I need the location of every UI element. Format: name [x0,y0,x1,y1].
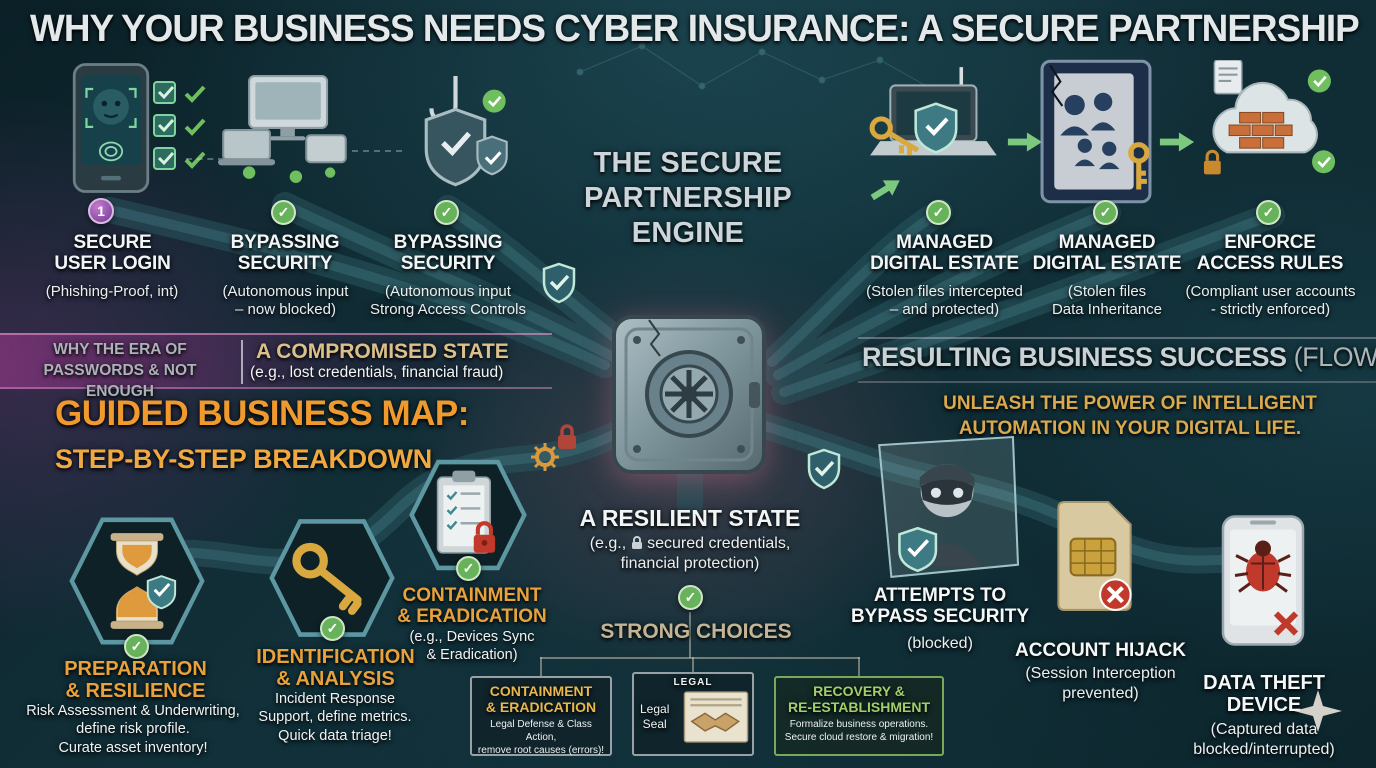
choices-connector [689,612,691,658]
secure-login-phone-icon [72,62,150,194]
sparkle-icon [1292,688,1344,734]
check-icon: ✓ [271,200,296,225]
resilient-state-title: A RESILIENT STATE [579,505,801,531]
cloud-firewall-icon [1195,60,1343,188]
burglar-glass-icon [858,435,1026,587]
choices-connector [692,657,694,673]
choice-box-containment: CONTAINMENT& ERADICATION Legal Defense &… [470,676,612,756]
threat-hijack-title: ACCOUNT HIJACK [1015,640,1186,661]
step-identification-title: IDENTIFICATION& ANALYSIS [256,646,415,691]
key-icon [292,542,362,615]
preparation-hexagon [69,517,205,645]
check-icon: ✓ [434,200,459,225]
padlock-icon [556,424,578,450]
check-icon: ✓ [926,200,951,225]
laptop-key-shield-icon [865,66,1017,192]
label-managed-estate-1-sub: (Stolen files intercepted– and protected… [866,283,1023,319]
resilient-state-sub: (e.g., secured credentials, financial pr… [589,535,791,572]
gear-icon [530,442,560,472]
handshake-certificate-icon [683,691,749,743]
check-icon: ✓ [320,616,345,641]
small-lock-icon [631,536,642,549]
compromised-state-title: A COMPROMISED STATE [256,340,509,363]
connector-dash-1 [186,158,224,160]
choices-connector [858,657,860,677]
arrow-right-icon [1006,130,1044,154]
step-preparation-title: PREPARATION& RESILIENCE [64,658,207,703]
compromised-state-sub: (e.g., lost credentials, financial fraud… [250,364,504,381]
guided-map-subtitle: STEP-BY-STEP BREAKDOWN [55,444,432,474]
label-enforce-access-rules-sub: (Compliant user accounts- strictly enfor… [1185,283,1356,319]
phone-bug-icon [1218,512,1308,650]
checklist-icon [152,78,214,178]
central-vault-icon [608,312,770,482]
check-icon: ✓ [124,634,149,659]
success-band-title: RESULTING BUSINESS SUCCESS (FLOW) [862,342,1376,372]
label-bypassing-security-1-sub: (Autonomous input– now blocked) [222,283,349,319]
shield-check-icon [541,262,577,306]
check-icon: ✓ [678,585,703,610]
identification-hexagon [269,519,395,637]
check-icon: ✓ [1093,200,1118,225]
success-band-top-line [858,337,1376,339]
threat-bypass-sub: (blocked) [907,635,973,652]
step-1-badge: 1 [88,198,114,224]
check-icon: ✓ [1256,200,1281,225]
check-icon: ✓ [456,556,481,581]
guided-map-title: GUIDED BUSINESS MAP: [55,394,469,433]
hourglass-shield-icon [110,533,177,629]
shield-check-icon [806,448,842,492]
page-title: WHY YOUR BUSINESS NEEDS CYBER INSURANCE:… [30,8,1360,50]
step-containment-title: CONTAINMENT& ERADICATION [397,585,547,628]
choice-box-recovery: RECOVERY &RE-ESTABLISHMENT Formalize bus… [774,676,944,756]
choices-connector [540,657,542,677]
band-divider [241,340,243,384]
network-pattern [576,42,931,90]
step-1-number: 1 [97,203,105,219]
family-vault-icon [1040,58,1152,208]
choices-connector [540,657,860,659]
connector-dash-2 [352,150,402,152]
devices-icon [218,70,353,188]
clipboard-lock-icon [436,470,496,554]
arrow-right-icon [1158,130,1196,154]
success-band-bottom-line [858,381,1376,383]
step-containment-desc: (e.g., Devices Sync& Eradication) [409,629,535,664]
legal-tag: LEGAL [673,677,713,688]
strong-choices-title: STRONG CHOICES [600,620,792,643]
label-secure-user-login-sub: (Phishing-Proof, int) [45,283,179,300]
arrow-up-right-icon [865,170,907,208]
shields-hook-icon [398,76,513,216]
sim-card-icon [1052,500,1136,614]
step-preparation-desc: Risk Assessment & Underwriting,define ri… [26,703,240,756]
containment-hexagon [409,459,527,571]
compromised-band [0,333,552,389]
